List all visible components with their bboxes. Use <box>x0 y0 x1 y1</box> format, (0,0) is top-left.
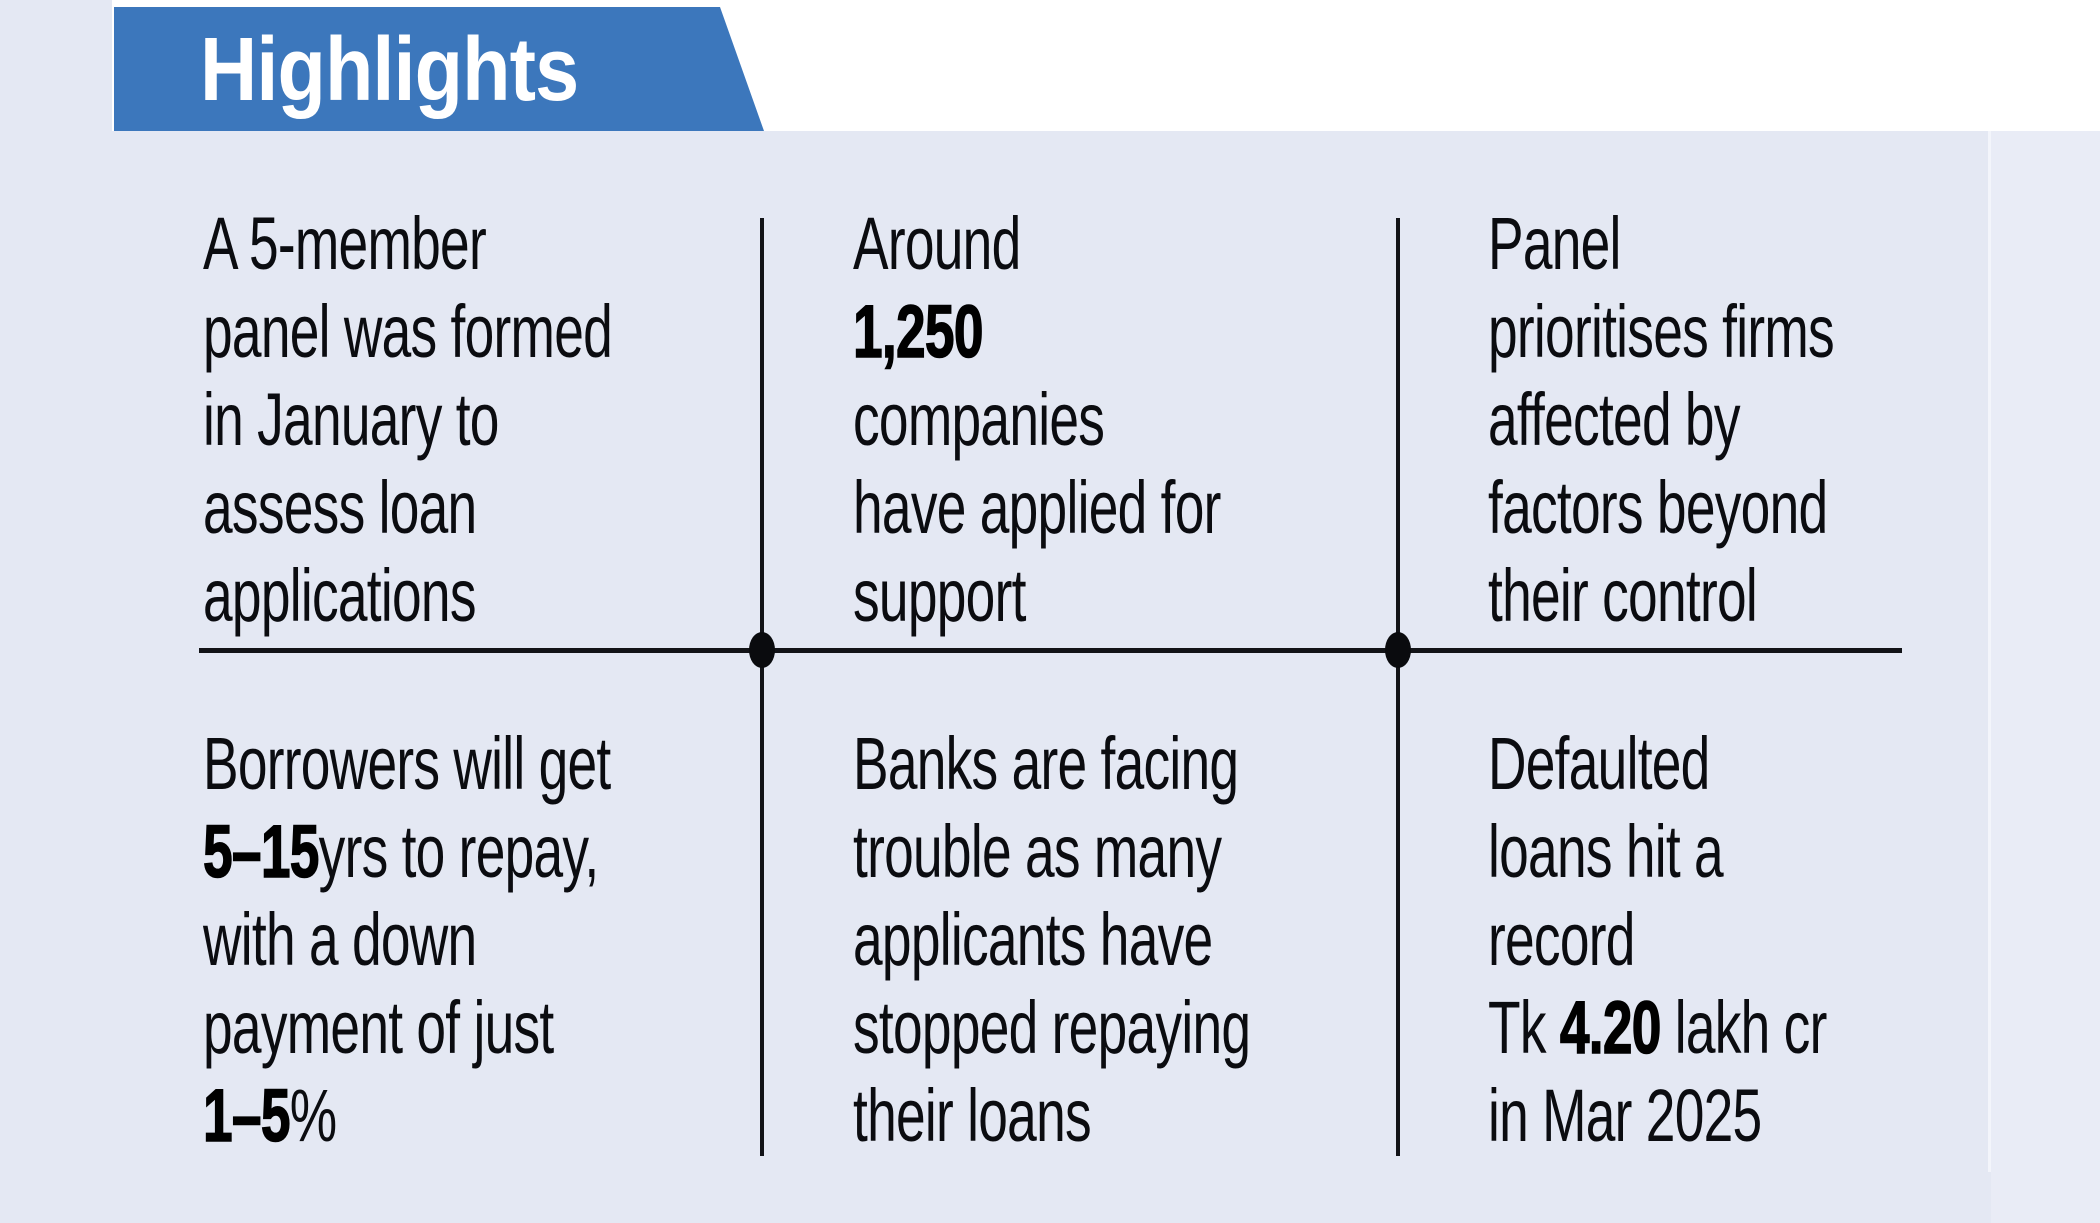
text-segment: % <box>289 1074 337 1157</box>
text-segment: yrs to repay, <box>318 810 600 893</box>
cell-line: assess loan <box>203 464 612 552</box>
text-segment: their control <box>1488 554 1758 637</box>
text-segment: trouble as many <box>853 810 1222 893</box>
text-segment: Banks are facing <box>853 722 1239 805</box>
cell-line: support <box>853 552 1221 640</box>
cell-line: applications <box>203 552 612 640</box>
node-dot-2 <box>1385 632 1411 668</box>
cell-line: Banks are facing <box>853 720 1250 808</box>
text-segment: panel was formed <box>203 290 613 373</box>
cell-line: 1–5% <box>202 1072 610 1160</box>
cell-line: stopped repaying <box>853 984 1251 1072</box>
cell-line: record <box>1488 896 1827 984</box>
cell-line: Tk 4.20 lakh cr <box>1488 984 1827 1072</box>
text-segment: applications <box>203 554 476 637</box>
cell-line: in January to <box>203 376 612 464</box>
cell-line: affected by <box>1488 376 1834 464</box>
cell-line: trouble as many <box>853 808 1250 896</box>
text-segment: support <box>853 554 1026 637</box>
banner-title: Highlights <box>200 20 579 120</box>
text-segment: loans hit a <box>1488 810 1724 893</box>
text-segment: Around <box>853 202 1021 285</box>
cell-line: factors beyond <box>1488 464 1834 552</box>
cell-line: companies <box>853 376 1221 464</box>
cell-line: Borrowers will get <box>203 720 611 808</box>
cell-line: have applied for <box>853 464 1221 552</box>
text-segment: have applied for <box>853 466 1221 549</box>
cell-line: their loans <box>853 1072 1250 1160</box>
highlight-number: 1–5 <box>202 1073 291 1158</box>
cell-line: Around <box>853 200 1221 288</box>
text-segment: lakh cr <box>1660 986 1828 1069</box>
text-segment: affected by <box>1488 378 1740 461</box>
cell-line: prioritises firms <box>1488 288 1835 376</box>
highlights-banner: Highlights <box>114 7 764 131</box>
divider-horizontal <box>199 648 1902 653</box>
text-segment: companies <box>853 378 1105 461</box>
divider-vertical-1 <box>760 218 764 1156</box>
cell-line: payment of just <box>203 984 610 1072</box>
highlight-number: 4.20 <box>1559 985 1662 1070</box>
text-segment: payment of just <box>203 986 554 1069</box>
highlight-number: 5–15 <box>202 809 319 894</box>
cell-line: applicants have <box>853 896 1250 984</box>
text-segment: with a down <box>203 898 477 981</box>
cell-line: A 5-member <box>203 200 612 288</box>
text-segment: in January to <box>203 378 499 461</box>
text-segment: prioritises firms <box>1488 290 1835 373</box>
cell-line: their control <box>1488 552 1834 640</box>
text-segment: in Mar 2025 <box>1488 1074 1762 1157</box>
text-segment: Borrowers will get <box>203 722 611 805</box>
text-segment: factors beyond <box>1488 466 1828 549</box>
cell-line: Defaulted <box>1488 720 1827 808</box>
highlight-number: 1,250 <box>852 289 984 374</box>
divider-vertical-2 <box>1396 218 1400 1156</box>
node-dot-1 <box>749 632 775 668</box>
text-segment: Tk <box>1488 986 1560 1069</box>
cell-line: 5–15yrs to repay, <box>202 808 610 896</box>
cell-line: 1,250 <box>852 288 1221 376</box>
cell-line: panel was formed <box>203 288 613 376</box>
text-segment: Defaulted <box>1488 722 1710 805</box>
text-segment: Panel <box>1488 202 1621 285</box>
text-segment: applicants have <box>853 898 1213 981</box>
cell-line: loans hit a <box>1488 808 1827 896</box>
text-segment: their loans <box>853 1074 1092 1157</box>
cell-line: with a down <box>203 896 610 984</box>
background-right-strip <box>1991 131 2100 1223</box>
background-seam <box>1988 131 1991 1172</box>
cell-line: Panel <box>1488 200 1834 288</box>
text-segment: A 5-member <box>203 202 487 285</box>
cell-line: in Mar 2025 <box>1488 1072 1827 1160</box>
text-segment: assess loan <box>203 466 477 549</box>
text-segment: stopped repaying <box>853 986 1251 1069</box>
text-segment: record <box>1488 898 1635 981</box>
